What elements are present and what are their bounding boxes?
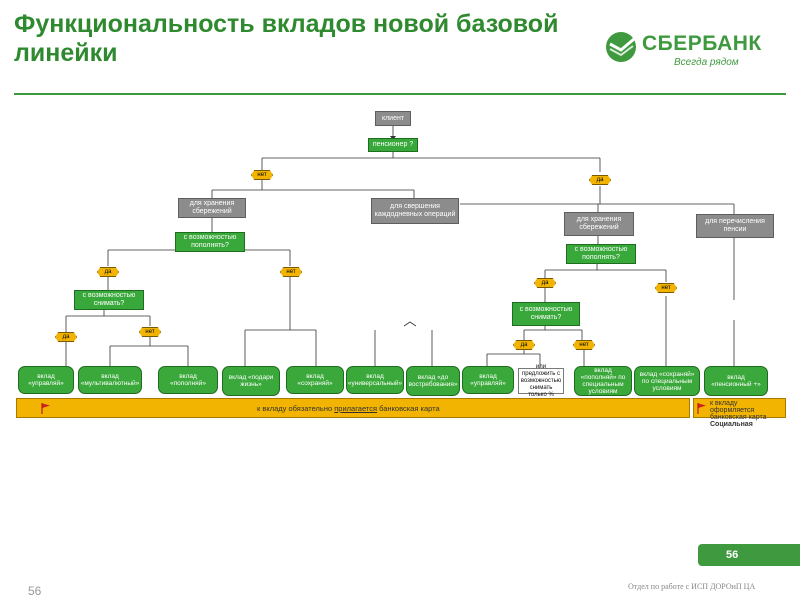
node-right-pension-transfer: для перечисления пенсии [696,214,774,238]
card-band-left-text: к вкладу обязательно прилагается банковс… [257,404,440,413]
decision-no-pensioner: нет [251,170,273,180]
decision-right-withdraw-no: нет [573,340,595,350]
node-right-storage: для хранения сбережений [564,212,634,236]
footer-department: Отдел по работе с ИСП ДОРОиП ЦА [628,582,756,591]
card-band-right-line2: Социальная [710,421,753,428]
product-popolnyai: вклад «пополняй» [158,366,218,394]
node-left-withdraw-question: с возможностью снимать? [74,290,144,310]
flag-icon-right [697,403,706,414]
logo-name: СБЕРБАНК [642,32,762,55]
product-popolnyai-special: вклад «пополняй» по специальным условиям [574,366,632,396]
node-pensioner-question: пенсионер ? [368,138,418,152]
decision-left-withdraw-no: нет [139,327,161,337]
product-upravlyai: вклад «управляй» [18,366,74,394]
product-sokhranyai-special: вклад «сохраняй» по специальным условиям [634,366,700,396]
page-badge: 56 [698,544,800,566]
product-podari-zhizn: вклад «подари жизнь» [222,366,280,396]
decision-left-topup-no: нет [280,267,302,277]
decision-yes-pensioner: да [589,175,611,185]
decision-right-topup-no: нет [655,283,677,293]
node-right-topup-question: с возможностью пополнять? [566,244,636,264]
flag-icon [41,403,50,414]
note-withdraw-interest-only: или предложить с возможностью снимать то… [518,364,564,398]
product-pensionnyi-plus: вклад «пенсионный +» [704,366,768,396]
node-left-storage: для хранения сбережений [178,198,246,218]
decision-right-withdraw-yes: да [513,340,535,350]
product-universalnyi: вклад «универсальный» [346,366,404,394]
product-multivalyutnyi: вклад «мультивалютный» [78,366,142,394]
node-right-withdraw-question: с возможностью снимать? [512,302,580,326]
card-band-left: к вкладу обязательно прилагается банковс… [16,398,690,418]
page-title: Функциональность вкладов новой базовой л… [14,10,559,67]
node-left-topup-question: с возможностью пополнять? [175,232,245,252]
decision-left-withdraw-yes: да [55,332,77,342]
node-client: клиент [375,111,411,126]
decision-left-topup-yes: да [97,267,119,277]
sberbank-logo: СБЕРБАНК Всегда рядом [604,30,774,78]
header-divider [14,93,786,95]
logo-slogan: Всегда рядом [674,57,739,68]
page-number: 56 [28,584,42,598]
node-left-transactions: для свершения каждодневных операций [371,198,459,224]
card-band-right: к вкладу оформляется банковская карта Со… [693,398,786,428]
decision-right-topup-yes: да [534,278,556,288]
sberbank-logo-icon [606,32,636,62]
product-sokhranyai: вклад «сохраняй» [286,366,344,394]
product-do-vostrebovaniya: вклад «до востребования» [406,366,460,396]
product-upravlyai-right: вклад «управляй» [462,366,514,394]
card-band-right-line1: к вкладу оформляется банковская карта [710,400,767,421]
